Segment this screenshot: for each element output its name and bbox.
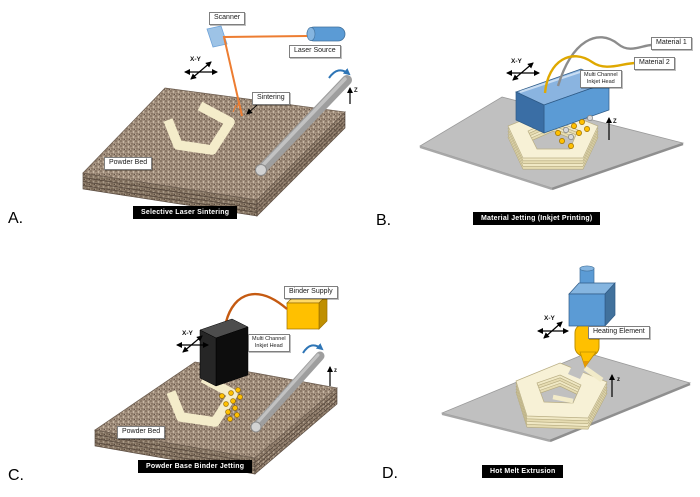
build-platform-b xyxy=(419,96,685,191)
panel-letter-d: D. xyxy=(382,465,398,482)
panel-title-a: Selective Laser Sintering xyxy=(133,206,238,219)
xy-axes-icon-d xyxy=(537,321,569,339)
binder-supply-label: Binder Supply xyxy=(284,286,338,299)
material-2-wire xyxy=(543,55,637,94)
xy-axis-label-d: X-Y xyxy=(544,315,555,322)
binder-tube xyxy=(224,292,288,323)
panel-title-b: Material Jetting (Inkjet Printing) xyxy=(473,212,601,225)
powder-bed-label-c: Powder Bed xyxy=(117,426,166,439)
extruded-tail xyxy=(583,365,604,383)
recoater-roller-a xyxy=(255,75,352,176)
xy-axis-label-b: X-Y xyxy=(511,58,522,65)
laser-beam xyxy=(222,35,308,117)
z-axis-label-c: z xyxy=(334,368,337,374)
extruder-head xyxy=(568,265,616,368)
heating-element-label: Heating Element xyxy=(588,326,650,339)
material-2-label: Material 2 xyxy=(634,57,675,70)
roller-rotation-arrow-a xyxy=(328,68,351,79)
inkjet-head-c xyxy=(199,318,249,387)
roller-rotation-arrow-c xyxy=(302,343,324,354)
panel-c-art xyxy=(93,292,338,475)
xy-axes-icon-c xyxy=(176,335,209,353)
panel-d-art xyxy=(440,265,692,443)
recoater-roller-c xyxy=(250,351,325,433)
build-platform-d xyxy=(440,352,692,443)
material-1-label: Material 1 xyxy=(651,37,692,50)
xy-axes-icon-a xyxy=(184,61,218,80)
binder-supply-box xyxy=(286,294,328,330)
print-gap xyxy=(568,366,584,379)
panel-a-art xyxy=(82,25,353,217)
xy-axes-icon-b xyxy=(506,62,540,81)
ink-droplets-b xyxy=(555,115,593,149)
panel-title-d: Hot Melt Extrusion xyxy=(482,465,564,478)
z-axis-label-b: Z xyxy=(613,119,617,125)
xy-axis-label-a: X-Y xyxy=(190,56,201,63)
inner-stub xyxy=(552,394,574,404)
panel-letter-b: B. xyxy=(376,212,392,229)
powder-bed-label-a: Powder Bed xyxy=(104,157,153,170)
xy-axis-label-c: X-Y xyxy=(182,330,193,337)
sintering-label: Sintering xyxy=(252,92,290,105)
laser-source-cylinder xyxy=(306,26,346,42)
scanner-mirror xyxy=(206,25,228,48)
laser-source-label: Laser Source xyxy=(289,45,341,58)
binder-droplets xyxy=(219,387,243,422)
panel-letter-c: C. xyxy=(8,467,24,484)
scanner-label: Scanner xyxy=(209,12,246,25)
printed-part-c xyxy=(166,373,238,427)
panel-b-art xyxy=(419,36,685,191)
sintering-pointer xyxy=(246,104,258,115)
printed-part-d xyxy=(515,362,608,430)
z-axis-label-a: Z xyxy=(354,88,358,94)
sintered-part-a xyxy=(163,101,235,155)
panel-letter-a: A. xyxy=(8,210,24,227)
z-axis-label-d: z xyxy=(617,377,620,383)
panel-title-c: Powder Base Binder Jetting xyxy=(138,460,253,473)
